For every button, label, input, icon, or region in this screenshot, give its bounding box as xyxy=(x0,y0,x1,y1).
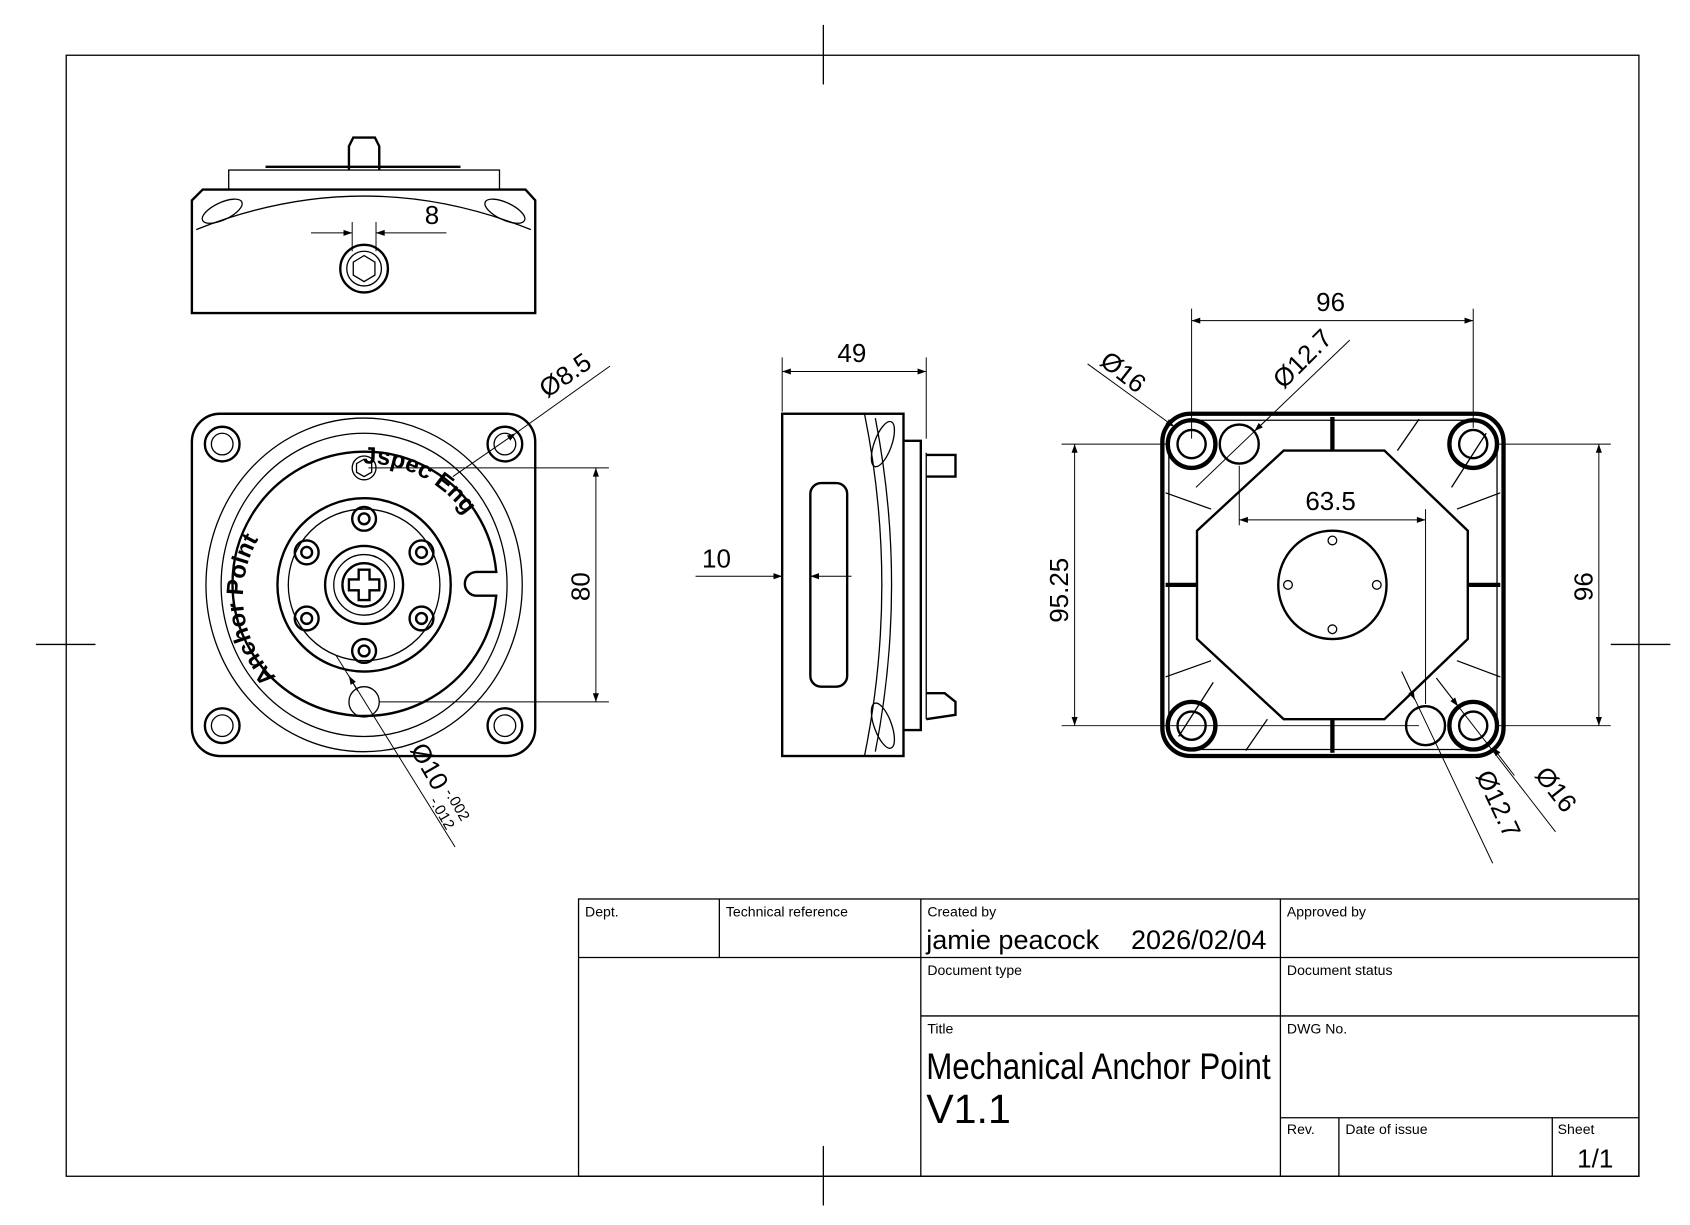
dim-back-hole-tl: Ø16 xyxy=(1095,345,1152,399)
dim-front-hole: Ø8.5 xyxy=(533,347,596,404)
corner-holes xyxy=(203,425,524,745)
bolt-circle xyxy=(293,505,435,665)
drawing-version: V1.1 xyxy=(926,1086,1011,1132)
dim-top-hex: 8 xyxy=(425,200,439,230)
sheet-value: 1/1 xyxy=(1577,1144,1613,1174)
top-view: 8 xyxy=(190,136,537,315)
title-block: Dept. Technical reference Created by jam… xyxy=(577,898,1640,1177)
dim-front-height: 80 xyxy=(565,572,595,601)
dim-back-hole-br: Ø16 xyxy=(1529,761,1583,818)
sheet-label: Sheet xyxy=(1558,1121,1595,1137)
dim-front-pin: Ø10 xyxy=(404,738,455,796)
created-by-value: jamie peacock xyxy=(925,924,1099,955)
tech-ref-label: Technical reference xyxy=(726,903,848,919)
back-view: 96 Ø16 Ø12.7 63.5 95.25 96 Ø12.7 Ø16 xyxy=(1044,287,1611,864)
dwg-no-label: DWG No. xyxy=(1287,1020,1347,1036)
rev-label: Rev. xyxy=(1287,1121,1315,1137)
doc-status-label: Document status xyxy=(1287,962,1393,978)
title-label: Title xyxy=(927,1020,953,1036)
engraving-jspec-eng: Jspec Eng xyxy=(363,442,482,518)
engraving-anchor-point: Anchor Point xyxy=(222,529,281,691)
dim-side-slot: 10 xyxy=(702,544,731,574)
approved-by-label: Approved by xyxy=(1287,903,1367,919)
front-view: Anchor Point Jspec Eng Ø8.5 80 Ø10 -.002… xyxy=(190,347,611,848)
dept-label: Dept. xyxy=(585,903,619,919)
drawing-title: Mechanical Anchor Point xyxy=(926,1046,1270,1087)
dim-back-pin-tl: Ø12.7 xyxy=(1267,323,1338,394)
dim-back-inner: 63.5 xyxy=(1305,486,1356,516)
dim-back-width: 96 xyxy=(1316,287,1345,317)
dim-back-height-left: 95.25 xyxy=(1044,558,1074,623)
date-of-issue-label: Date of issue xyxy=(1345,1121,1427,1137)
dim-back-height-right: 96 xyxy=(1568,572,1598,601)
side-view: 49 10 xyxy=(695,338,957,758)
created-date-value: 2026/02/04 xyxy=(1131,924,1266,955)
dim-side-width: 49 xyxy=(837,338,866,368)
dim-back-pin-br: Ø12.7 xyxy=(1470,765,1527,842)
doc-type-label: Document type xyxy=(927,962,1022,978)
created-by-label: Created by xyxy=(927,903,997,919)
